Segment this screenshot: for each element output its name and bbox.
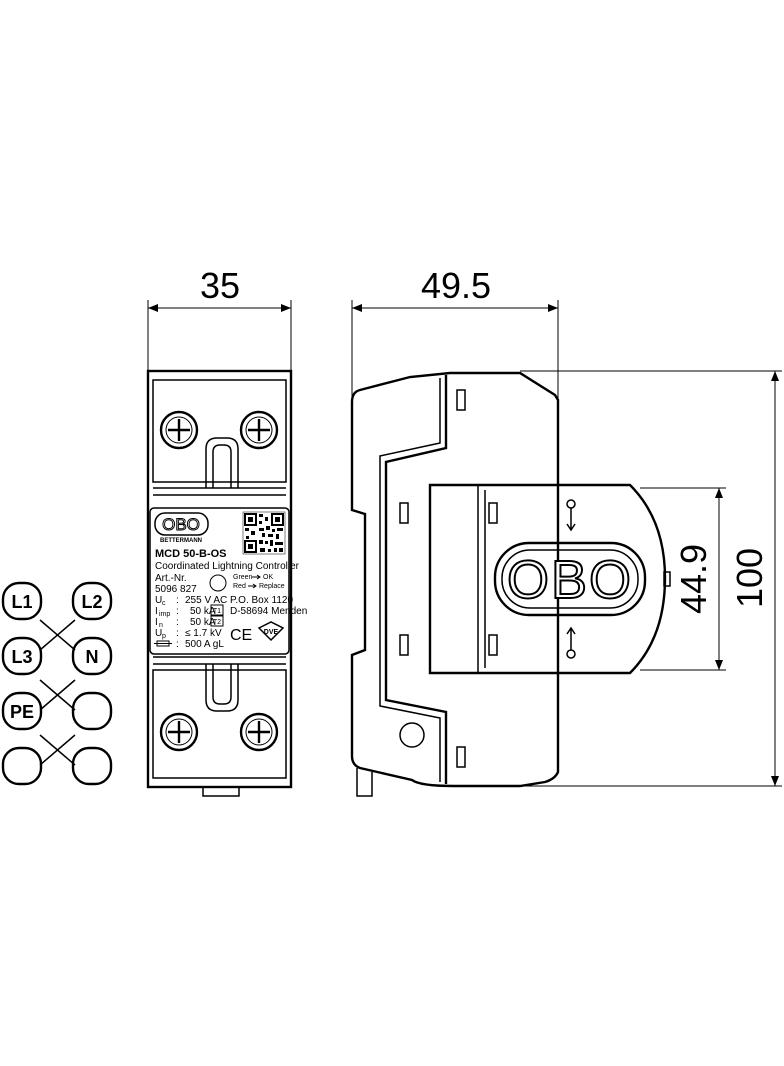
dimension-label-35: 35 xyxy=(200,265,240,306)
vde-mark-icon: DVE xyxy=(257,621,285,642)
svg-text:PE: PE xyxy=(10,702,34,722)
svg-text:I: I xyxy=(155,617,158,628)
marker-blank xyxy=(1,746,43,786)
marker-l2: L2 xyxy=(71,581,113,621)
svg-text::: : xyxy=(176,639,179,650)
address-line-2: D-58694 Menden xyxy=(230,606,307,617)
svg-text:p: p xyxy=(162,633,166,640)
model-name: MCD 50-B-OS xyxy=(155,548,227,560)
svg-text:50 kA: 50 kA xyxy=(190,606,216,617)
dimension-label-49-5: 49.5 xyxy=(421,265,491,306)
side-view: OBO xyxy=(350,371,671,797)
svg-text:50 kA: 50 kA xyxy=(190,617,216,628)
marker-n: N xyxy=(71,636,113,676)
svg-text:n: n xyxy=(159,622,163,629)
arrow-right-icon xyxy=(248,583,257,589)
svg-text:500 A gL: 500 A gL xyxy=(185,639,224,650)
dimension-height-total: 100 xyxy=(520,370,782,787)
status-indicator-window xyxy=(209,574,227,592)
svg-text:L3: L3 xyxy=(11,647,32,667)
screw-icon xyxy=(239,712,279,752)
qr-code-icon xyxy=(242,511,286,555)
front-view: OBO BETTERMANN MCD 50-B-OS Coordinated L… xyxy=(146,369,307,797)
svg-text:≤ 1.7 kV: ≤ 1.7 kV xyxy=(185,628,222,639)
replace-text: Replace xyxy=(259,583,285,590)
svg-text:L2: L2 xyxy=(81,592,102,612)
brand-logo: OBO xyxy=(162,515,200,534)
ok-text: OK xyxy=(263,574,273,581)
spec-row-uc: U c : 255 V AC xyxy=(155,595,227,607)
side-logo: OBO xyxy=(507,550,633,610)
svg-text:L1: L1 xyxy=(11,592,32,612)
svg-text:T1: T1 xyxy=(213,608,221,615)
indicator-arrow-up-icon xyxy=(566,626,576,659)
model-description: Coordinated Lightning Controller xyxy=(155,561,300,572)
brand-sub: BETTERMANN xyxy=(160,538,202,544)
svg-text:I: I xyxy=(155,606,158,617)
ce-mark: CE xyxy=(230,627,252,644)
svg-text::: : xyxy=(176,617,179,628)
side-logo-frame xyxy=(493,541,647,617)
dimension-label-100: 100 xyxy=(729,548,770,608)
marker-pe: PE xyxy=(1,691,43,731)
svg-text:c: c xyxy=(162,600,166,607)
marker-blank xyxy=(71,691,113,731)
svg-text:DVE: DVE xyxy=(264,629,279,636)
svg-text:U: U xyxy=(155,595,162,606)
spec-row-iimp: I imp : 50 kA T1 xyxy=(155,604,224,618)
phase-marker-set: L1 L2 L3 N PE xyxy=(1,581,113,786)
marker-blank xyxy=(71,746,113,786)
marker-l3: L3 xyxy=(1,636,43,676)
svg-text::: : xyxy=(176,595,179,606)
product-label: OBO BETTERMANN MCD 50-B-OS Coordinated L… xyxy=(149,507,307,655)
dimension-label-44-9: 44.9 xyxy=(673,544,714,614)
marker-l1: L1 xyxy=(1,581,43,621)
svg-text:U: U xyxy=(155,628,162,639)
screw-icon xyxy=(159,712,199,752)
spec-row-up: U p : ≤ 1.7 kV xyxy=(155,628,222,640)
svg-text:255 V AC: 255 V AC xyxy=(185,595,227,606)
art-nr-value: 5096 827 xyxy=(155,584,197,595)
svg-text::: : xyxy=(176,628,179,639)
svg-text:N: N xyxy=(86,647,99,667)
dimension-height-window: 44.9 xyxy=(640,487,726,671)
indicator-arrow-down-icon xyxy=(566,499,576,532)
svg-text:imp: imp xyxy=(159,611,170,618)
red-text: Red xyxy=(233,583,246,590)
dimension-width-front: 35 xyxy=(147,265,292,370)
arrow-right-icon xyxy=(252,574,261,580)
spec-row-fuse: : 500 A gL xyxy=(154,639,224,650)
address-line-1: P.O. Box 1120 xyxy=(230,595,293,606)
dimension-width-side: 49.5 xyxy=(351,265,559,400)
green-text: Green xyxy=(233,574,253,581)
svg-text:T2: T2 xyxy=(213,619,221,626)
screw-icon xyxy=(239,410,279,450)
art-nr-label: Art.-Nr. xyxy=(155,573,187,584)
spec-row-in: I n : 50 kA T2 xyxy=(155,615,224,629)
screw-icon xyxy=(159,410,199,450)
svg-text::: : xyxy=(176,606,179,617)
